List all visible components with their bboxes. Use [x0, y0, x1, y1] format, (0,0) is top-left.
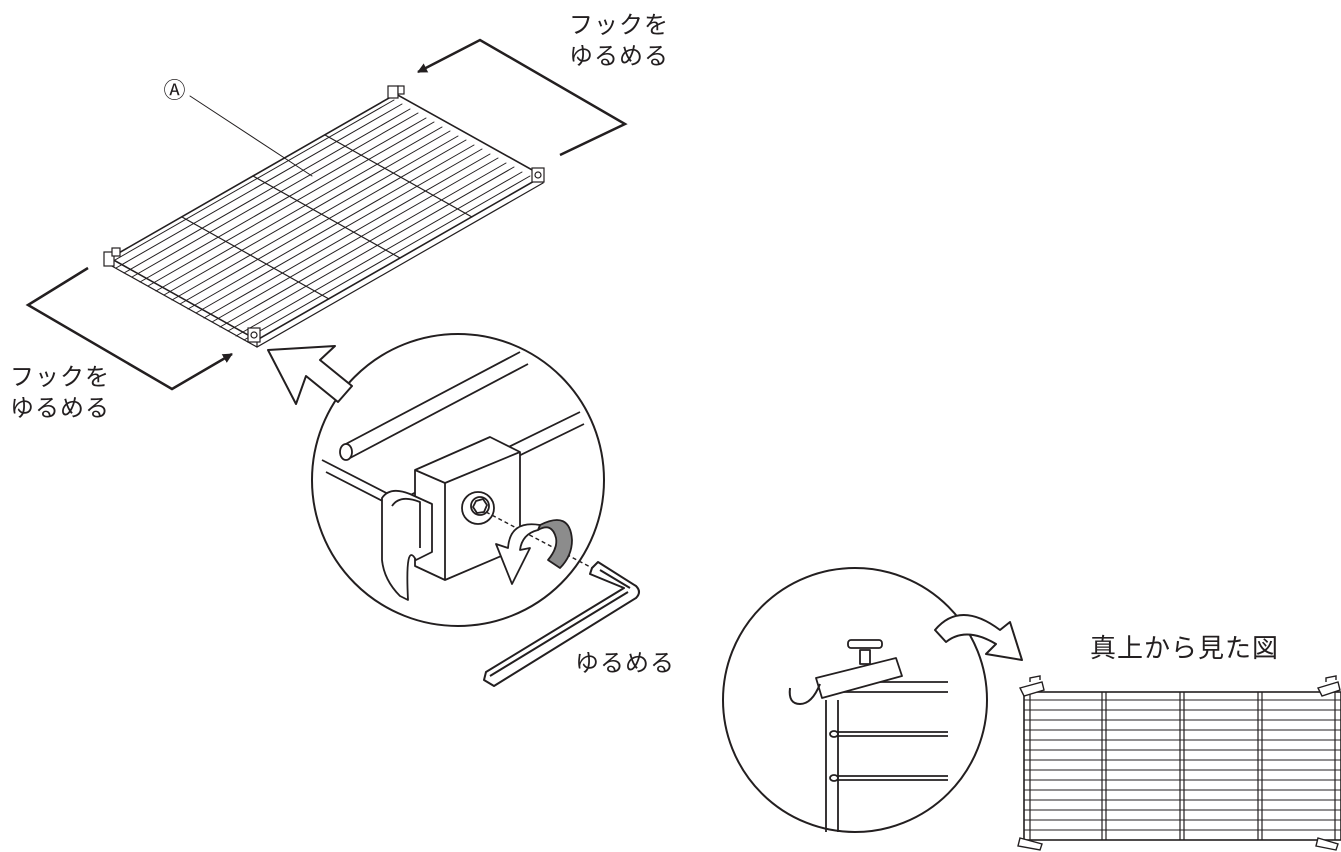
- hook-label-line-2: ゆるめる: [10, 394, 110, 422]
- wire-shelf-icon: [103, 85, 545, 348]
- hook-detail-icon: [722, 567, 1023, 833]
- hook-label-line-1: フックを: [569, 11, 669, 39]
- hook-loosen-label-left: フックを ゆるめる: [10, 362, 110, 424]
- top-view-shelf-icon: [1017, 675, 1341, 851]
- bracket-detail-icon: [267, 333, 605, 627]
- top-view-caption: 真上から見た図: [1090, 634, 1280, 664]
- hook-label-line-2: ゆるめる: [569, 42, 669, 70]
- part-callout-a: Ⓐ: [163, 79, 186, 104]
- wrench-loosen-label: ゆるめる: [575, 649, 675, 677]
- hook-label-line-1: フックを: [10, 363, 110, 391]
- hook-loosen-label-top: フックを ゆるめる: [569, 10, 669, 72]
- rotate-arrow-icon: [495, 519, 573, 585]
- hex-wrench-icon: [483, 561, 640, 687]
- loosen-arrows: [25, 38, 628, 391]
